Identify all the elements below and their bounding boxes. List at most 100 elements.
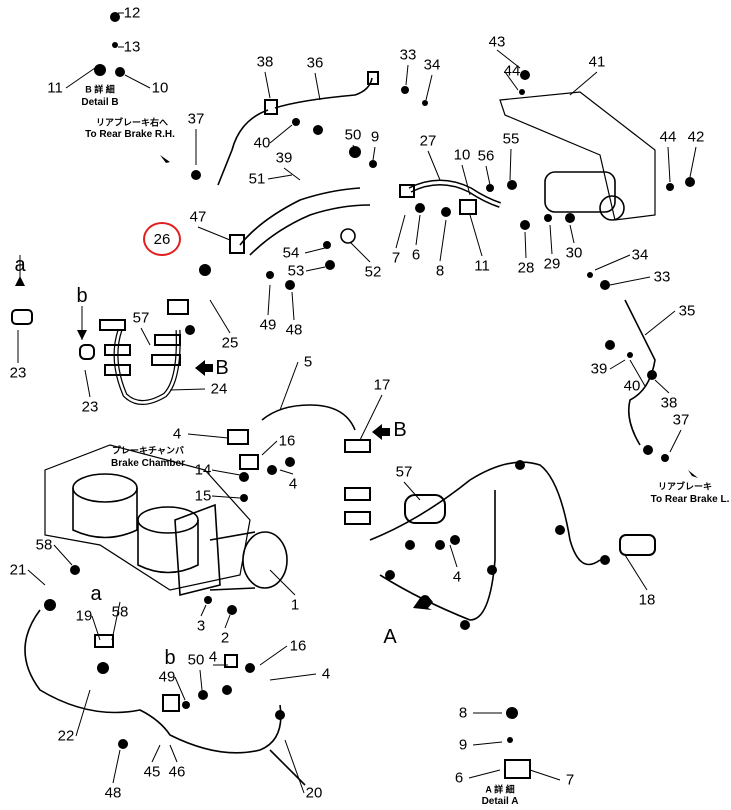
part-label: 29 <box>543 255 561 273</box>
part-label: 38 <box>256 53 274 71</box>
part-label: 56 <box>477 147 495 165</box>
part-label: 47 <box>189 208 207 226</box>
part-label: 50 <box>344 126 362 144</box>
part-label: 5 <box>303 353 313 371</box>
pipe-5 <box>261 404 356 431</box>
part-label: 33 <box>653 268 671 286</box>
part-label: 35 <box>678 302 696 320</box>
part-label: 55 <box>502 130 520 148</box>
part-label: 4 <box>321 665 331 683</box>
chamber-caption: Brake Chamber <box>111 458 185 469</box>
part-label: 8 <box>458 704 468 722</box>
part-label: 16 <box>278 432 296 450</box>
part-label: 3 <box>196 617 206 635</box>
rear-l-note: To Rear Brake L. <box>650 494 730 505</box>
part-label: 7 <box>565 771 575 789</box>
part-label: 43 <box>488 33 506 51</box>
pipe-lower <box>379 490 496 621</box>
part-label: 13 <box>123 38 141 56</box>
part-label: 20 <box>305 784 323 802</box>
part-label: 4 <box>208 648 218 666</box>
part-label: 10 <box>151 79 169 97</box>
part-label: 4 <box>452 568 462 586</box>
part-label: 34 <box>631 246 649 264</box>
part-label: 49 <box>259 316 277 334</box>
pipe-36 <box>274 77 373 109</box>
part-label: B <box>393 419 407 441</box>
part-label: 8 <box>435 262 445 280</box>
part-label: 33 <box>399 46 417 64</box>
pipe-35 <box>624 299 656 446</box>
part-label: 48 <box>104 784 122 802</box>
part-label: 58 <box>35 536 53 554</box>
part-label: 57 <box>395 463 413 481</box>
part-label: 4 <box>172 425 182 443</box>
detail-a-jp: A 詳 細 <box>485 784 515 795</box>
pipe-20 <box>269 749 306 786</box>
part-label: 6 <box>411 246 421 264</box>
part-label: 15 <box>194 487 212 505</box>
pipe-main <box>239 187 361 246</box>
part-label: 10 <box>453 146 471 164</box>
part-label: 54 <box>282 244 300 262</box>
part-label: 19 <box>75 607 93 625</box>
part-label: 11 <box>474 257 490 275</box>
part-label: b <box>76 285 88 307</box>
part-label: 57 <box>132 309 150 327</box>
rear-rh-jp: リアブレーキ右へ <box>95 117 169 128</box>
detail-a-caption: Detail A <box>481 796 519 807</box>
part-label: 23 <box>9 364 27 382</box>
detail-b-caption: Detail B <box>81 97 119 108</box>
plate-41 <box>499 91 656 221</box>
part-label: 27 <box>419 132 437 150</box>
part-label: a <box>14 254 26 276</box>
bracket <box>174 503 221 597</box>
part-label: 12 <box>123 4 141 22</box>
part-label: b <box>164 647 176 669</box>
part-label: 40 <box>253 134 271 152</box>
part-label: 37 <box>187 110 205 128</box>
part-label: 7 <box>391 249 401 267</box>
part-label: a <box>90 583 102 605</box>
part-label: 38 <box>660 394 678 412</box>
part-label: 50 <box>187 651 205 669</box>
rear-l-jp: リアブレーキ <box>657 481 713 492</box>
part-label: 17 <box>373 376 391 394</box>
part-label: 9 <box>370 128 380 146</box>
part-label: 49 <box>158 668 176 686</box>
part-label: 14 <box>194 461 212 479</box>
part-label-highlighted: 26 <box>143 222 181 256</box>
part-label: 41 <box>588 53 606 71</box>
part-label: 1 <box>290 596 300 614</box>
part-label: 11 <box>47 79 63 97</box>
part-label: 30 <box>565 244 583 262</box>
chamber-jp: ブレーキチャンバ <box>112 445 184 456</box>
brake-chamber-box <box>44 444 251 591</box>
part-label: 44 <box>659 128 677 146</box>
component-1 <box>242 531 288 589</box>
part-label: 36 <box>306 54 324 72</box>
part-label: 42 <box>687 128 705 146</box>
part-label: 23 <box>81 398 99 416</box>
part-label: 44 <box>503 62 521 80</box>
part-label: 16 <box>289 637 307 655</box>
part-label: 37 <box>672 411 690 429</box>
pipe-22 <box>24 609 282 754</box>
part-label: 4 <box>288 475 298 493</box>
part-label: 24 <box>210 380 228 398</box>
part-label: B <box>215 357 229 379</box>
rear-rh-note: To Rear Brake R.H. <box>85 129 175 140</box>
part-label: 53 <box>287 262 305 280</box>
part-label: 52 <box>364 263 382 281</box>
part-label: 48 <box>285 321 303 339</box>
part-label: 51 <box>248 170 266 188</box>
part-label: 2 <box>220 629 230 647</box>
part-label: 39 <box>275 149 293 167</box>
part-label: A <box>383 626 397 648</box>
part-label: 46 <box>168 763 186 781</box>
part-label: 9 <box>458 736 468 754</box>
part-label: 22 <box>57 727 75 745</box>
pipe-37 <box>217 109 269 186</box>
